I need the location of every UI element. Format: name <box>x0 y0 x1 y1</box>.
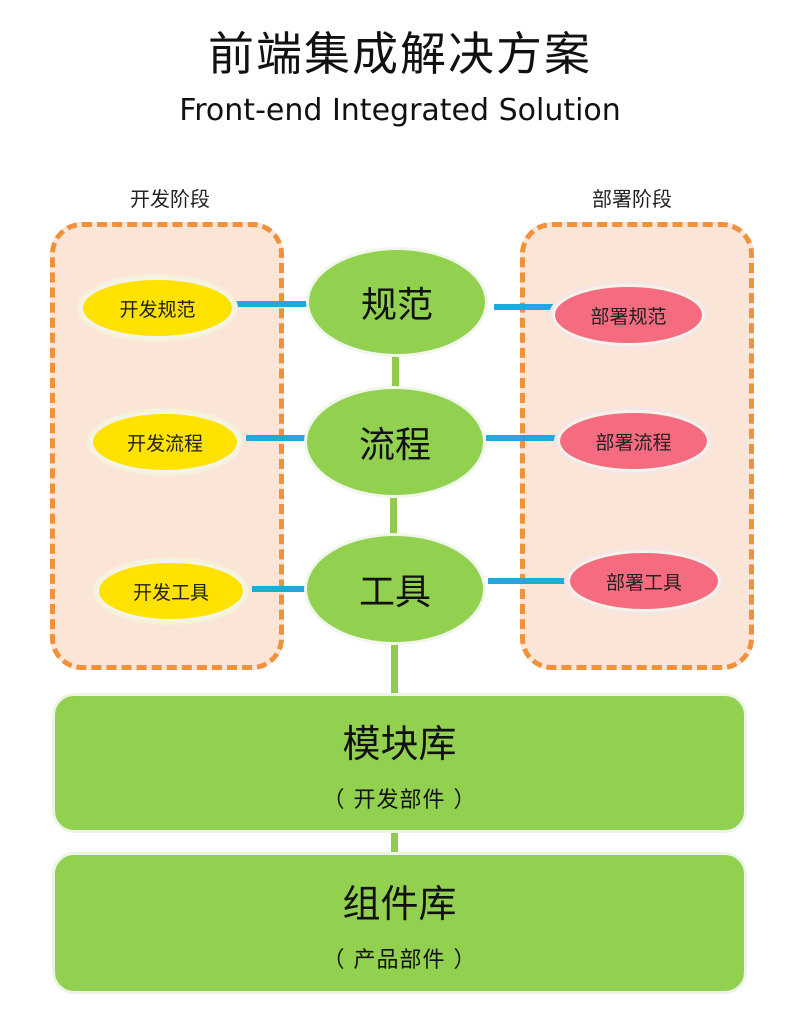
core-process-node: 流程 <box>304 386 486 498</box>
development-phase-label: 开发阶段 <box>130 187 210 211</box>
connector-deploy-tools <box>488 578 572 584</box>
connector-deploy-process <box>486 435 562 441</box>
module-library-name: 模块库 <box>342 721 457 766</box>
component-library-note: （ 产品部件 ） <box>322 947 477 973</box>
spine-connector <box>390 498 397 546</box>
dev-standard-node: 开发规范 <box>80 277 235 339</box>
diagram-title: 前端集成解决方案 <box>208 27 592 81</box>
module-library-note: （ 开发部件 ） <box>322 787 477 813</box>
component-library-name: 组件库 <box>342 881 457 926</box>
dev-tools-node: 开发工具 <box>96 560 246 622</box>
connector-dev-standard <box>232 301 310 307</box>
spine-connector <box>391 828 398 856</box>
diagram-subtitle: Front-end Integrated Solution <box>179 93 621 128</box>
core-standard-node: 规范 <box>306 247 488 357</box>
connector-dev-tools <box>252 586 306 592</box>
module-library-block: 模块库 （ 开发部件 ） <box>52 693 747 833</box>
connector-dev-process <box>246 435 306 441</box>
component-library-block: 组件库 （ 产品部件 ） <box>52 852 747 994</box>
connector-deploy-standard <box>494 304 556 310</box>
deploy-standard-node: 部署规范 <box>552 284 705 346</box>
spine-connector <box>391 640 398 696</box>
dev-process-node: 开发流程 <box>90 411 240 473</box>
deploy-tools-node: 部署工具 <box>567 550 721 612</box>
deploy-process-node: 部署流程 <box>557 410 710 472</box>
deployment-phase-label: 部署阶段 <box>592 187 672 211</box>
spine-connector <box>392 350 399 400</box>
core-tools-node: 工具 <box>304 533 486 645</box>
